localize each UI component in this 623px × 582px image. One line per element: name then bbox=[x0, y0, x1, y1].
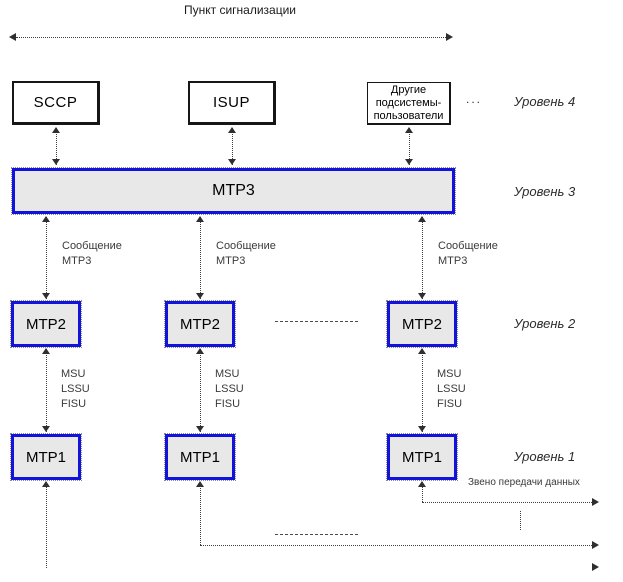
arrow-right-icon bbox=[592, 563, 599, 571]
arrow-down-icon bbox=[418, 426, 426, 432]
other-user-parts-box: Другие подсистемы-пользователи bbox=[367, 82, 451, 125]
mtp3-mtp2-link-3 bbox=[422, 217, 423, 299]
arrow-up-icon bbox=[418, 348, 426, 354]
mtp1-label: MTP1 bbox=[179, 448, 220, 466]
mtp2-label: MTP2 bbox=[25, 315, 66, 333]
mtp2-label: MTP2 bbox=[179, 315, 220, 333]
sccp-label: SCCP bbox=[33, 94, 78, 111]
datalink-line-2-horizontal bbox=[200, 545, 592, 546]
arrow-down-icon bbox=[42, 293, 50, 299]
mtp3-message-label-1: Сообщение MTP3 bbox=[62, 240, 122, 267]
mtp1-box-2: MTP1 bbox=[164, 433, 236, 481]
level-1-label: Уровень 1 bbox=[514, 449, 576, 464]
arrow-down-icon bbox=[405, 159, 413, 165]
level-4-label: Уровень 4 bbox=[514, 94, 576, 109]
level-2-label: Уровень 2 bbox=[514, 316, 576, 331]
mtp3-message-label-3: Сообщение MTP3 bbox=[438, 240, 498, 267]
sccp-mtp3-link bbox=[56, 128, 57, 165]
arrow-down-icon bbox=[42, 426, 50, 432]
arrow-up-icon bbox=[52, 127, 60, 133]
arrow-left-icon bbox=[9, 33, 16, 41]
diagram-title: Пункт сигнализации bbox=[183, 3, 296, 17]
arrow-up-icon bbox=[196, 216, 204, 222]
arrow-down-icon bbox=[196, 426, 204, 432]
data-link-label: Звено передачи данных bbox=[468, 477, 580, 488]
mtp2-label: MTP2 bbox=[401, 315, 442, 333]
mtp3-box: MTP3 bbox=[11, 167, 456, 215]
arrow-down-icon bbox=[52, 159, 60, 165]
mtp3-mtp2-link-1 bbox=[46, 217, 47, 299]
isup-mtp3-link bbox=[232, 128, 233, 165]
arrow-up-icon bbox=[196, 348, 204, 354]
arrow-down-icon bbox=[196, 293, 204, 299]
mtp1-datalink-line-2 bbox=[200, 482, 201, 545]
mtp1-label: MTP1 bbox=[25, 448, 66, 466]
arrow-right-icon bbox=[446, 33, 453, 41]
other-mtp3-link bbox=[409, 128, 410, 165]
mtp1-box-1: MTP1 bbox=[10, 433, 82, 481]
isup-box: ISUP bbox=[188, 81, 276, 125]
column-continuation-dashes bbox=[275, 534, 358, 535]
isup-label: ISUP bbox=[212, 94, 250, 111]
more-userparts-ellipsis: ... bbox=[466, 92, 483, 106]
arrow-up-icon bbox=[418, 216, 426, 222]
datalink-line-3-horizontal bbox=[422, 502, 592, 503]
signal-units-label-3: MSU LSSU FISU bbox=[437, 368, 466, 410]
mtp2-box-3: MTP2 bbox=[386, 300, 458, 348]
arrow-right-icon bbox=[592, 541, 599, 549]
arrow-up-icon bbox=[42, 348, 50, 354]
arrow-right-icon bbox=[592, 498, 599, 506]
mtp2-mtp1-link-3 bbox=[422, 349, 423, 432]
level-3-label: Уровень 3 bbox=[514, 184, 576, 199]
mtp2-box-1: MTP2 bbox=[10, 300, 82, 348]
other-user-parts-label: Другие подсистемы-пользователи bbox=[373, 83, 444, 122]
mtp1-label: MTP1 bbox=[401, 448, 442, 466]
mtp1-box-3: MTP1 bbox=[386, 433, 458, 481]
arrow-down-icon bbox=[228, 159, 236, 165]
column-continuation-dashes bbox=[275, 321, 358, 322]
mtp2-box-2: MTP2 bbox=[164, 300, 236, 348]
more-links-vertical-dots bbox=[520, 511, 521, 530]
signal-units-label-1: MSU LSSU FISU bbox=[61, 368, 90, 410]
mtp3-label: MTP3 bbox=[212, 182, 255, 199]
mtp3-mtp2-link-2 bbox=[200, 217, 201, 299]
arrow-up-icon bbox=[42, 216, 50, 222]
arrow-up-icon bbox=[228, 127, 236, 133]
signal-units-label-2: MSU LSSU FISU bbox=[215, 368, 244, 410]
sccp-box: SCCP bbox=[12, 81, 100, 125]
signaling-point-extent-line bbox=[16, 37, 446, 38]
mtp1-datalink-line-3 bbox=[422, 482, 423, 502]
mtp2-mtp1-link-2 bbox=[200, 349, 201, 432]
arrow-down-icon bbox=[418, 293, 426, 299]
mtp3-message-label-2: Сообщение MTP3 bbox=[216, 240, 276, 267]
mtp1-datalink-line-1 bbox=[46, 482, 47, 568]
arrow-up-icon bbox=[405, 127, 413, 133]
mtp2-mtp1-link-1 bbox=[46, 349, 47, 432]
